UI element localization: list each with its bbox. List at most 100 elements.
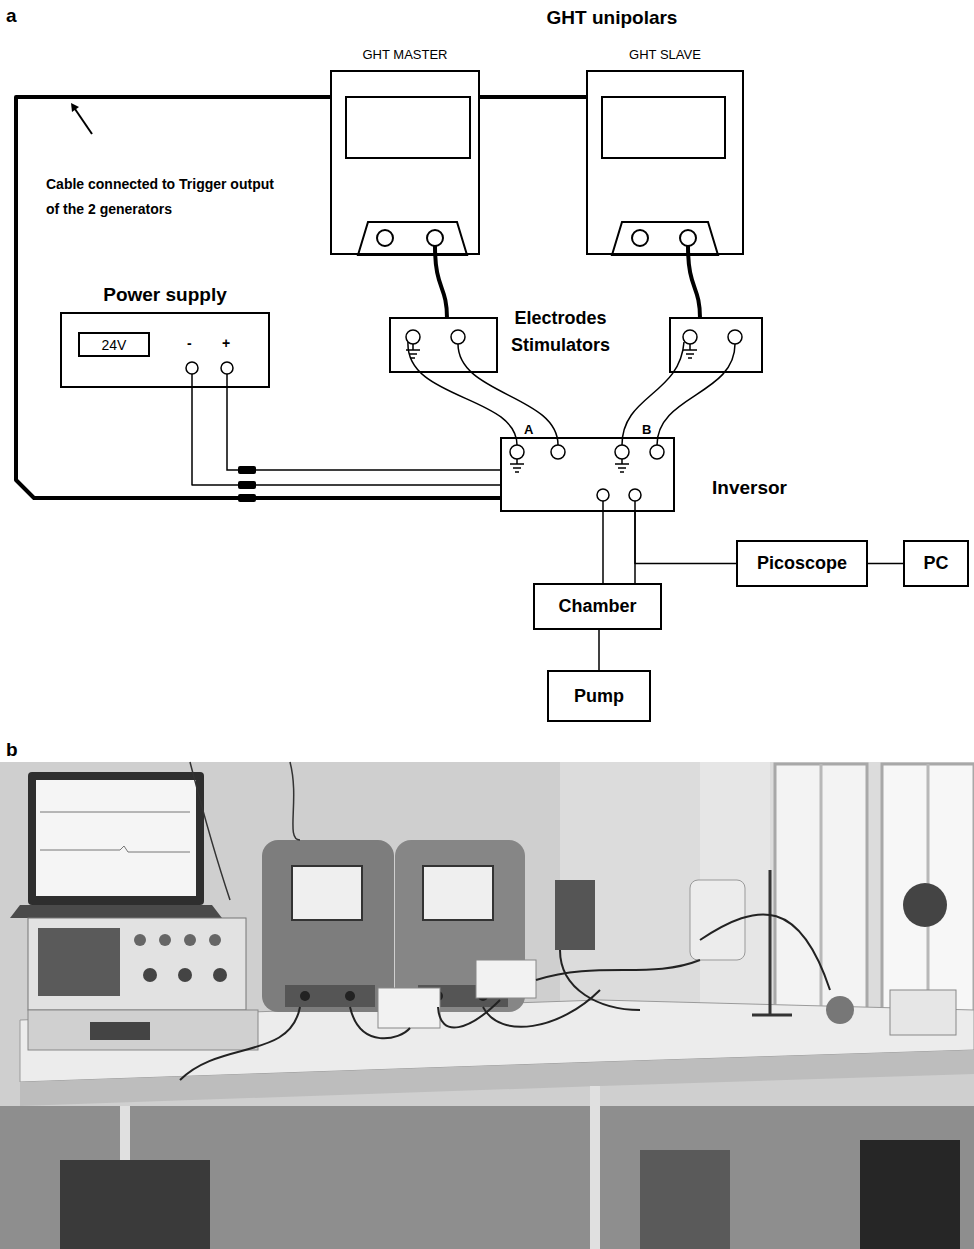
voltage-display: 24V bbox=[78, 332, 150, 357]
box-frame bbox=[330, 70, 480, 255]
generator-slave-details bbox=[602, 97, 725, 255]
lab-photo bbox=[292, 866, 362, 920]
power-terminals bbox=[221, 362, 233, 374]
lab-photo bbox=[90, 1022, 150, 1040]
output-cable bbox=[435, 246, 447, 318]
lab-photo bbox=[590, 1086, 600, 1249]
inversor-terminals bbox=[510, 445, 524, 459]
wire-connector bbox=[598, 630, 600, 670]
label-slot: - bbox=[187, 334, 192, 352]
wire-connector bbox=[192, 388, 500, 485]
inversor-terminals bbox=[615, 459, 629, 472]
lab-photo bbox=[10, 905, 222, 918]
pointer-arrow bbox=[71, 103, 79, 112]
inversor-terminals bbox=[510, 459, 524, 472]
lab-photo bbox=[0, 762, 974, 1249]
lab-photo bbox=[300, 991, 310, 1001]
pointer-arrow bbox=[71, 103, 92, 134]
stimulator-wire bbox=[657, 344, 735, 445]
lab-photo bbox=[378, 988, 440, 1028]
generator-master-details bbox=[358, 222, 467, 255]
inversor-terminals bbox=[629, 489, 641, 501]
node-heading: Inversor bbox=[500, 437, 810, 499]
lab-photo bbox=[903, 883, 947, 927]
group-heading: GHT unipolars bbox=[547, 7, 678, 28]
channel-name: A bbox=[523, 422, 534, 437]
generator-slave-details bbox=[680, 230, 696, 246]
generator-master-details bbox=[346, 97, 470, 158]
electrode-stimulator bbox=[390, 318, 497, 372]
generator-slave-details bbox=[612, 222, 718, 255]
lab-photo bbox=[36, 780, 196, 896]
lab-photo bbox=[184, 934, 196, 946]
node-text: 24V bbox=[102, 337, 127, 353]
lab-photo bbox=[752, 870, 792, 1015]
node-text: Pump bbox=[574, 686, 624, 707]
inversor-terminals bbox=[615, 445, 629, 459]
lab-photo bbox=[28, 1010, 258, 1050]
generator-master-details bbox=[377, 230, 393, 246]
node-heading: GHT MASTER bbox=[330, 40, 480, 70]
inversor-terminals bbox=[650, 445, 664, 459]
lab-photo bbox=[38, 928, 120, 996]
box-frame bbox=[586, 70, 744, 255]
label-slot: a bbox=[6, 4, 17, 27]
lab-photo bbox=[262, 840, 394, 1012]
lab-photo bbox=[159, 934, 171, 946]
lab-photo bbox=[555, 880, 595, 950]
generator-slave-details bbox=[602, 97, 725, 158]
stimulator-wire bbox=[408, 342, 735, 445]
generator-box: GHT MASTER bbox=[330, 40, 480, 255]
label-slot: B bbox=[641, 420, 652, 438]
pump-box: Pump bbox=[547, 670, 651, 722]
lab-photo bbox=[890, 990, 956, 1035]
inversor-terminals bbox=[597, 489, 609, 501]
label-slot: Cable connected to Trigger output of the… bbox=[46, 172, 278, 222]
pc-box: PC bbox=[903, 540, 969, 587]
node-text: PC bbox=[923, 553, 948, 574]
lab-photo bbox=[345, 991, 355, 1001]
lab-photo bbox=[180, 914, 830, 1080]
terminal-sign: + bbox=[222, 335, 230, 351]
group-heading: Electrodes Stimulators bbox=[511, 308, 610, 355]
panel-letter: b bbox=[6, 739, 18, 760]
lab-photo bbox=[640, 1150, 730, 1249]
power-terminals bbox=[186, 362, 198, 374]
cable-plugs bbox=[238, 466, 256, 474]
lab-photo bbox=[143, 968, 157, 982]
wire-connector bbox=[868, 563, 903, 565]
lab-photo bbox=[134, 934, 146, 946]
label-slot: A bbox=[523, 420, 534, 438]
lab-photo bbox=[20, 1050, 974, 1106]
electrode-stimulator bbox=[728, 330, 742, 344]
wire-connector bbox=[602, 512, 604, 583]
box-frame bbox=[60, 312, 270, 388]
inversor-terminals bbox=[510, 445, 664, 583]
lab-photo bbox=[209, 934, 221, 946]
electrode-stimulator bbox=[683, 344, 697, 358]
lab-photo bbox=[423, 866, 493, 920]
label-slot: b bbox=[6, 738, 18, 761]
lab-photo bbox=[28, 772, 204, 905]
output-cable bbox=[688, 246, 700, 318]
inversor-terminals bbox=[551, 445, 565, 459]
node-text: Chamber bbox=[558, 596, 636, 617]
lab-photo bbox=[60, 1160, 210, 1249]
electrode-stimulator bbox=[406, 330, 420, 344]
chamber-box: Chamber bbox=[533, 583, 662, 630]
pointer-arrow bbox=[75, 109, 92, 134]
lab-photo bbox=[213, 968, 227, 982]
inversor-box: Inversor bbox=[500, 437, 810, 512]
wire-connector bbox=[635, 512, 736, 564]
generator-box: GHT SLAVE bbox=[586, 40, 744, 255]
lab-photo bbox=[285, 985, 375, 1007]
node-heading: Power supply bbox=[60, 278, 270, 312]
power-supply-box: Power supply 24V bbox=[60, 278, 270, 388]
label-slot: GHT unipolars bbox=[512, 6, 712, 29]
label-slot: Electrodes Stimulators bbox=[498, 305, 623, 359]
lab-photo bbox=[190, 762, 300, 900]
stimulator-wire bbox=[408, 342, 517, 445]
power-terminals bbox=[191, 374, 193, 388]
panel-letter: a bbox=[6, 5, 17, 26]
